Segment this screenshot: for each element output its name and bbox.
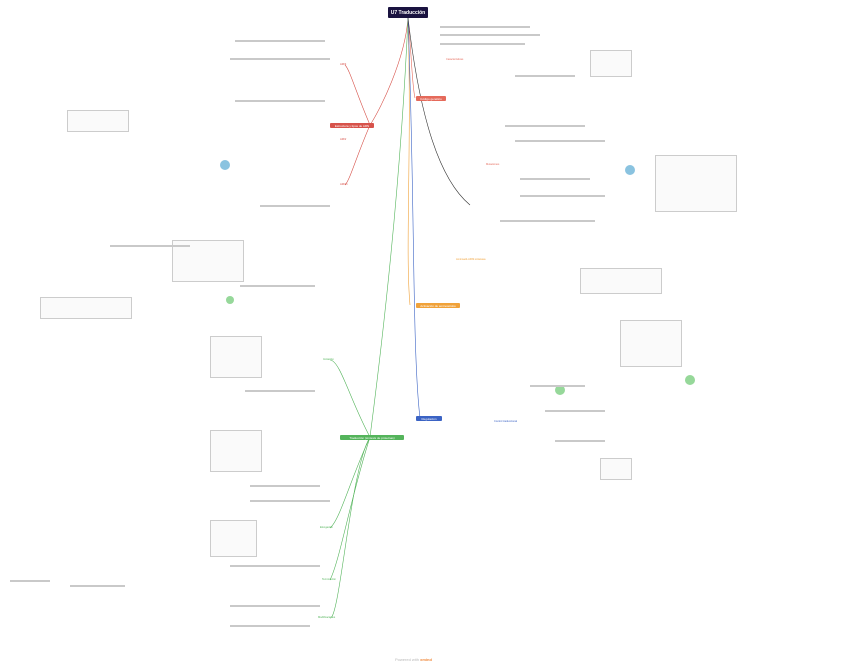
image-regulation xyxy=(600,458,632,480)
leaf-text xyxy=(230,605,320,608)
image-elongation-2 xyxy=(210,430,262,472)
sub-estructura-arnt[interactable]: ARNt xyxy=(340,63,347,66)
sub-codigo-caracteristicas[interactable]: Características xyxy=(446,58,464,61)
image-codon-table xyxy=(590,50,632,77)
leaf-text xyxy=(110,245,190,248)
leaf-text xyxy=(235,40,325,43)
root-topic[interactable]: U7 Traducción xyxy=(388,7,428,18)
leaf-text xyxy=(440,34,540,37)
leaf-text xyxy=(515,140,605,143)
image-activation xyxy=(580,268,662,294)
leaf-text xyxy=(260,205,330,208)
sub-regulacion-control[interactable]: Control traduccional xyxy=(494,420,518,423)
sub-traduccion-modificaciones[interactable]: Modificaciones xyxy=(318,616,336,619)
leaf-text xyxy=(240,285,315,288)
branch-estructura[interactable]: Estructura y tipos de ARN xyxy=(330,123,374,128)
xmind-logo: xmind xyxy=(420,657,432,662)
leaf-text xyxy=(530,385,585,388)
leaf-text xyxy=(520,195,605,198)
footer-branding: Powered with xmind xyxy=(395,657,432,662)
branch-regulacion[interactable]: Regulación xyxy=(416,416,442,421)
sub-traduccion-elongacion[interactable]: Elongación xyxy=(320,526,333,529)
sub-traduccion-terminacion[interactable]: Terminación xyxy=(322,578,336,581)
footer-prefix: Powered with xyxy=(395,657,420,662)
image-aminoacyl xyxy=(620,320,682,367)
image-initiation xyxy=(40,297,132,319)
image-genetic-code xyxy=(655,155,737,212)
leaf-text xyxy=(10,580,50,583)
branch-traduccion[interactable]: Traducción (síntesis de proteínas) xyxy=(340,435,404,440)
branch-codigo[interactable]: Código genético xyxy=(416,96,446,101)
sub-codigo-mutaciones[interactable]: Mutaciones xyxy=(486,163,500,166)
leaf-text xyxy=(440,43,525,46)
leaf-text xyxy=(70,585,125,588)
sub-traduccion-iniciacion[interactable]: Iniciación xyxy=(323,358,334,361)
image-termination xyxy=(210,520,257,557)
leaf-text xyxy=(505,125,585,128)
leaf-text xyxy=(515,75,575,78)
leaf-text xyxy=(230,58,330,61)
branch-activacion[interactable]: Activación de aminoácidos xyxy=(416,303,460,308)
leaf-text xyxy=(230,565,320,568)
leaf-text xyxy=(555,440,605,443)
leaf-text xyxy=(230,625,310,628)
sub-estructura-arnr[interactable]: ARNr xyxy=(340,138,347,141)
leaf-text xyxy=(520,178,590,181)
leaf-text xyxy=(245,390,315,393)
leaf-text xyxy=(250,485,320,488)
image-structure-arnt xyxy=(67,110,129,132)
sub-estructura-arnm[interactable]: ARNm xyxy=(340,183,348,186)
image-elongation xyxy=(210,336,262,378)
leaf-text xyxy=(235,100,325,103)
leaf-text xyxy=(440,26,530,29)
leaf-text xyxy=(500,220,595,223)
leaf-text xyxy=(545,410,605,413)
sub-activacion-sintetasa[interactable]: Aminoacil-ARNt sintetasa xyxy=(456,258,486,261)
leaf-text xyxy=(250,500,330,503)
